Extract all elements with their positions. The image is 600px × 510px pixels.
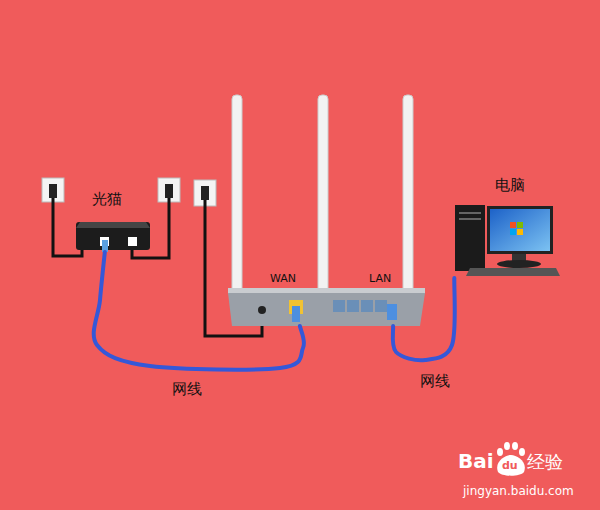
cable-label: 网线: [172, 380, 202, 398]
router-body: [333, 300, 345, 312]
baidu-paw: [519, 448, 525, 456]
desktop-computer: [459, 212, 481, 214]
wall-outlet: [49, 184, 57, 198]
desktop-computer: [510, 229, 516, 235]
port-label: WAN: [270, 272, 296, 285]
watermark-url: jingyan.baidu.com: [463, 484, 574, 498]
router-antenna: [232, 95, 413, 300]
watermark-brand: Bai: [458, 449, 494, 473]
desktop-computer: [459, 218, 481, 220]
desktop-computer: [510, 222, 516, 228]
router-body: [258, 306, 266, 314]
desktop-computer: [490, 209, 550, 251]
network-cable: [94, 252, 304, 370]
router-body: [375, 300, 387, 312]
baidu-paw: [497, 455, 525, 476]
router-node: WAN LAN: [228, 268, 425, 326]
computer-node: 电脑: [452, 176, 568, 278]
router-body: [228, 293, 425, 326]
optical-modem: [76, 222, 150, 252]
desktop-computer: [497, 260, 541, 268]
modem-node: 光猫: [62, 190, 152, 252]
optical-modem: [76, 222, 150, 250]
baidu-paw: [497, 442, 525, 476]
optical-modem: [128, 237, 137, 246]
wall-outlet: [165, 184, 173, 198]
power-cable: [53, 198, 262, 336]
desktop-computer: [455, 205, 485, 271]
router-body: [387, 304, 397, 320]
cable-label: 网线: [420, 372, 450, 390]
router-antenna: [232, 95, 242, 300]
device-label: 光猫: [62, 190, 152, 208]
desktop-computer: [517, 222, 523, 228]
router-body: [361, 300, 373, 312]
port-label: LAN: [369, 272, 391, 285]
router-body: [292, 306, 300, 322]
baidu-paw: [497, 448, 503, 456]
baidu-paw: [512, 442, 518, 450]
network-cable: [393, 278, 455, 360]
device-label: 电脑: [452, 176, 568, 194]
watermark-brand: du: [502, 459, 518, 472]
desktop-computer: [466, 268, 560, 276]
baidu-paw: [504, 442, 510, 450]
wall-outlet: [201, 186, 209, 200]
watermark-brand: 经验: [527, 451, 563, 473]
router-body: [347, 300, 359, 312]
router-body: [228, 288, 425, 326]
router-antenna: [318, 95, 328, 292]
optical-modem: [76, 222, 150, 228]
desktop-computer: [517, 229, 523, 235]
desktop-computer: [487, 206, 553, 254]
wall-outlet: [42, 178, 216, 206]
desktop-computer: [455, 205, 560, 276]
router-antenna: [403, 95, 413, 300]
